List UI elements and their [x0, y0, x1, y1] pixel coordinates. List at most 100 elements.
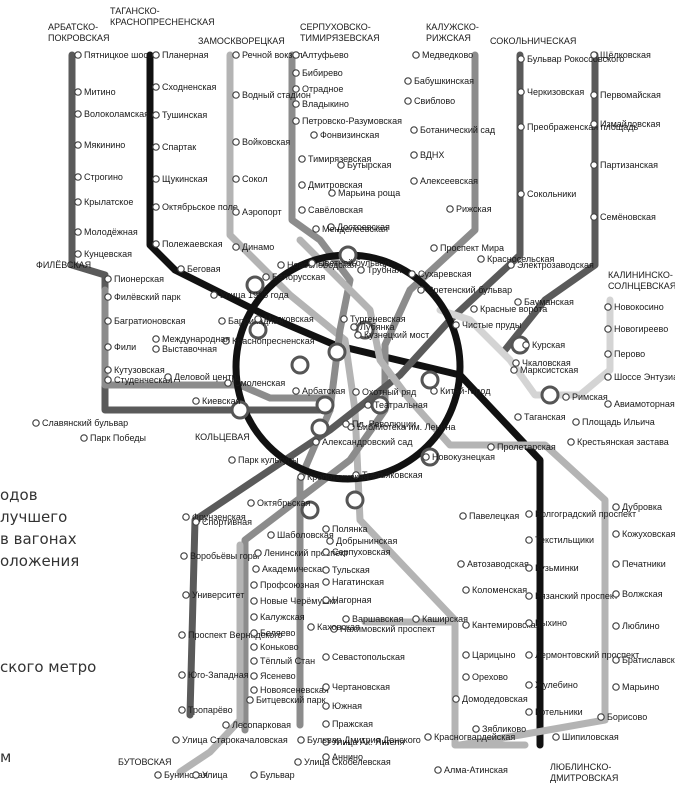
station-шаболовская: Шаболовская	[277, 530, 334, 540]
station-улица: Улица	[202, 770, 228, 780]
station-новоясеневская: Новоясеневская	[260, 685, 329, 695]
station-курская-dot	[522, 341, 530, 349]
station-павелецкая: Павелецкая	[469, 511, 519, 521]
station-шаболовская-dot	[267, 531, 275, 539]
station-новогиреево-dot	[604, 325, 612, 333]
station-выставочная-dot	[152, 345, 160, 353]
station-полянка: Полянка	[332, 524, 368, 534]
transfer-node	[315, 395, 335, 415]
station-кутузовская: Кутузовская	[114, 365, 165, 375]
station-орехово: Орехово	[472, 672, 508, 682]
station-бульвар-рокоссовского-dot	[517, 55, 525, 63]
station-жулебино-dot	[525, 681, 533, 689]
station-пражская: Пражская	[332, 719, 373, 729]
station-черкизовская: Черкизовская	[527, 87, 584, 97]
station-новокузнецкая: Новокузнецкая	[432, 452, 495, 462]
station-киевская-dot	[192, 397, 200, 405]
station-чкаловская-dot	[512, 359, 520, 367]
station-фонвизинская: Фонвизинская	[320, 130, 379, 140]
station-проспект-мира: Проспект Мира	[440, 243, 504, 253]
station-пятницкое-шоссе-dot	[74, 51, 82, 59]
station-речной-вокзал: Речной вокзал	[242, 50, 303, 60]
station-ботанический-сад-dot	[410, 126, 418, 134]
station-университет-dot	[182, 591, 190, 599]
line-name-part: БУТОВСКАЯ	[118, 757, 171, 767]
station-планерная-dot	[152, 51, 160, 59]
transfer-node	[370, 395, 390, 415]
station-чертановская-dot	[322, 683, 330, 691]
station-пионерская: Пионерская	[114, 274, 164, 284]
station-цветной-бульвар-dot	[308, 259, 316, 267]
station-охотный-ряд-dot	[352, 388, 360, 396]
station-мякинино: Мякинино	[84, 140, 125, 150]
station-щёлковская-dot	[590, 51, 598, 59]
station-щукинская: Щукинская	[162, 174, 208, 184]
station-таганская-dot	[514, 413, 522, 421]
line-lub	[296, 236, 609, 749]
station-марьина-роща-dot	[328, 189, 336, 197]
station-киевская: Киевская	[202, 396, 241, 406]
station-китай-город: Китай-город	[440, 386, 491, 396]
station-трубная-dot	[357, 266, 365, 274]
transfer-node	[300, 500, 320, 520]
station-площадь-ильича: Площадь Ильича	[582, 417, 655, 427]
station-нахимовский-проспект-dot	[330, 625, 338, 633]
line-arb	[68, 51, 334, 414]
station-студенческая-dot	[104, 376, 112, 384]
station-рязанский-проспект-dot	[525, 592, 533, 600]
station-волгоградский-проспект: Волгоградский проспект	[535, 509, 636, 519]
station-тургеневская-dot	[340, 315, 348, 323]
transfer-node	[420, 447, 440, 467]
station-битцевский-парк-dot	[246, 696, 254, 704]
station-славянский-бульвар: Славянский бульвар	[42, 418, 128, 428]
station-перово: Перово	[614, 349, 645, 359]
station-коньково: Коньково	[260, 642, 299, 652]
station-медведково: Медведково	[422, 50, 473, 60]
station-тропарёво-dot	[178, 706, 186, 714]
station-бибирево-dot	[292, 69, 300, 77]
station-братиславская: Братиславская	[622, 655, 675, 665]
station-домодедовская: Домодедовская	[462, 694, 528, 704]
line-name-sok: СОКОЛЬНИЧЕСКАЯ	[490, 36, 576, 46]
station-южная: Южная	[332, 701, 362, 711]
station-зябликово: Зябликово	[482, 724, 526, 734]
station-октябрьское-поле: Октябрьское поле	[162, 202, 238, 212]
station-серпуховская: Серпуховская	[332, 547, 391, 557]
station-рязанский-проспект: Рязанский проспект	[535, 591, 618, 601]
station-автозаводская-dot	[457, 560, 465, 568]
station-марксистская: Марксистская	[520, 365, 578, 375]
station-каховская-dot	[307, 623, 315, 631]
line-name-part: ФИЛЁВСКАЯ	[36, 260, 91, 270]
station-котельники-dot	[525, 708, 533, 716]
side-text-3: в вагонах	[0, 530, 77, 548]
station-арбатская: Арбатская	[302, 386, 345, 396]
station-беляево-dot	[250, 629, 258, 637]
station-баррикадная-dot	[218, 317, 226, 325]
station-парк-культуры: Парк культуры	[238, 455, 299, 465]
station-фрунзенская-dot	[182, 513, 190, 521]
station-аэропорт-dot	[232, 208, 240, 216]
station-спортивная-dot	[192, 518, 200, 526]
station-кантемировская-dot	[462, 621, 470, 629]
station-бульвар: Бульвар	[260, 770, 295, 780]
station-красногвардейская-dot	[424, 733, 432, 741]
station-римская: Римская	[572, 392, 608, 402]
station-тропарёво: Тропарёво	[188, 705, 233, 715]
station-парк-победы-dot	[80, 434, 88, 442]
transfer-node	[338, 245, 358, 265]
station-красносельская-dot	[477, 255, 485, 263]
station-новокосино: Новокосино	[614, 302, 664, 312]
station-площадь-ильича-dot	[572, 418, 580, 426]
station-шоссе-энтузиастов: Шоссе Энтузиастов	[614, 372, 675, 382]
station-маяковская-dot	[254, 315, 262, 323]
station-митино: Митино	[84, 87, 116, 97]
station-тёплый-стан: Тёплый Стан	[260, 656, 315, 666]
station-курская: Курская	[532, 340, 565, 350]
station-каховская: Каховская	[317, 622, 360, 632]
station-бутырская-dot	[337, 161, 345, 169]
station-лесопарковая-dot	[222, 721, 230, 729]
line-name-part: ЛЮБЛИНСКО-	[550, 762, 611, 772]
station-тульская: Тульская	[332, 565, 370, 575]
station-бунинская: Бунинская	[164, 770, 208, 780]
transfer-node	[290, 355, 310, 375]
